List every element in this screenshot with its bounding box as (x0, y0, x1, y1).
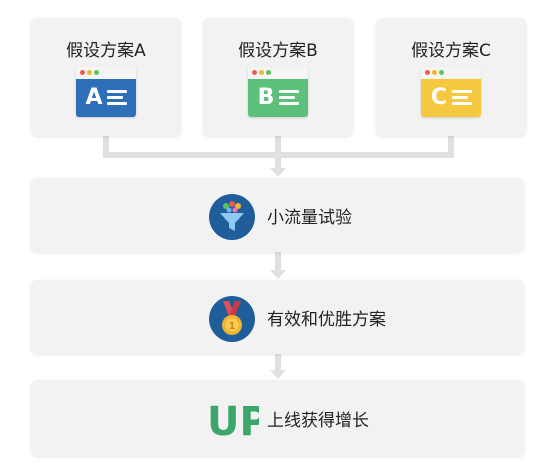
up-logo: UP (207, 399, 259, 440)
svg-text:1: 1 (229, 321, 236, 332)
arrow-to-test (270, 168, 286, 177)
arrow-to-launch (270, 370, 286, 379)
browser-window-b-icon: B (248, 67, 308, 117)
browser-window-a-icon: A (76, 67, 136, 117)
hypothesis-title: 假设方案A (66, 41, 146, 61)
stage-label: 小流量试验 (267, 207, 352, 228)
hypothesis-title: 假设方案C (411, 41, 491, 61)
medal-icon: 1 (209, 296, 255, 342)
stage-label: 上线获得增长 (267, 410, 369, 431)
stage-small-traffic-test: 小流量试验 (31, 178, 524, 252)
window-letter: C (430, 85, 448, 110)
window-letter: A (85, 85, 103, 110)
hypothesis-card-c: 假设方案C C (376, 18, 526, 136)
hypothesis-card-a: 假设方案A A (31, 18, 181, 136)
hypothesis-card-b: 假设方案B B (203, 18, 353, 136)
funnel-icon (209, 194, 255, 240)
browser-window-c-icon: C (421, 67, 481, 117)
stage-winning-plan: 1 有效和优胜方案 (31, 280, 524, 354)
up-logo-text: UP (207, 399, 259, 440)
stage-label: 有效和优胜方案 (267, 309, 386, 330)
stage-launch-growth: UP 上线获得增长 (31, 380, 524, 456)
window-letter: B (257, 85, 275, 110)
arrow-to-winner (270, 270, 286, 279)
hypothesis-title: 假设方案B (238, 41, 318, 61)
